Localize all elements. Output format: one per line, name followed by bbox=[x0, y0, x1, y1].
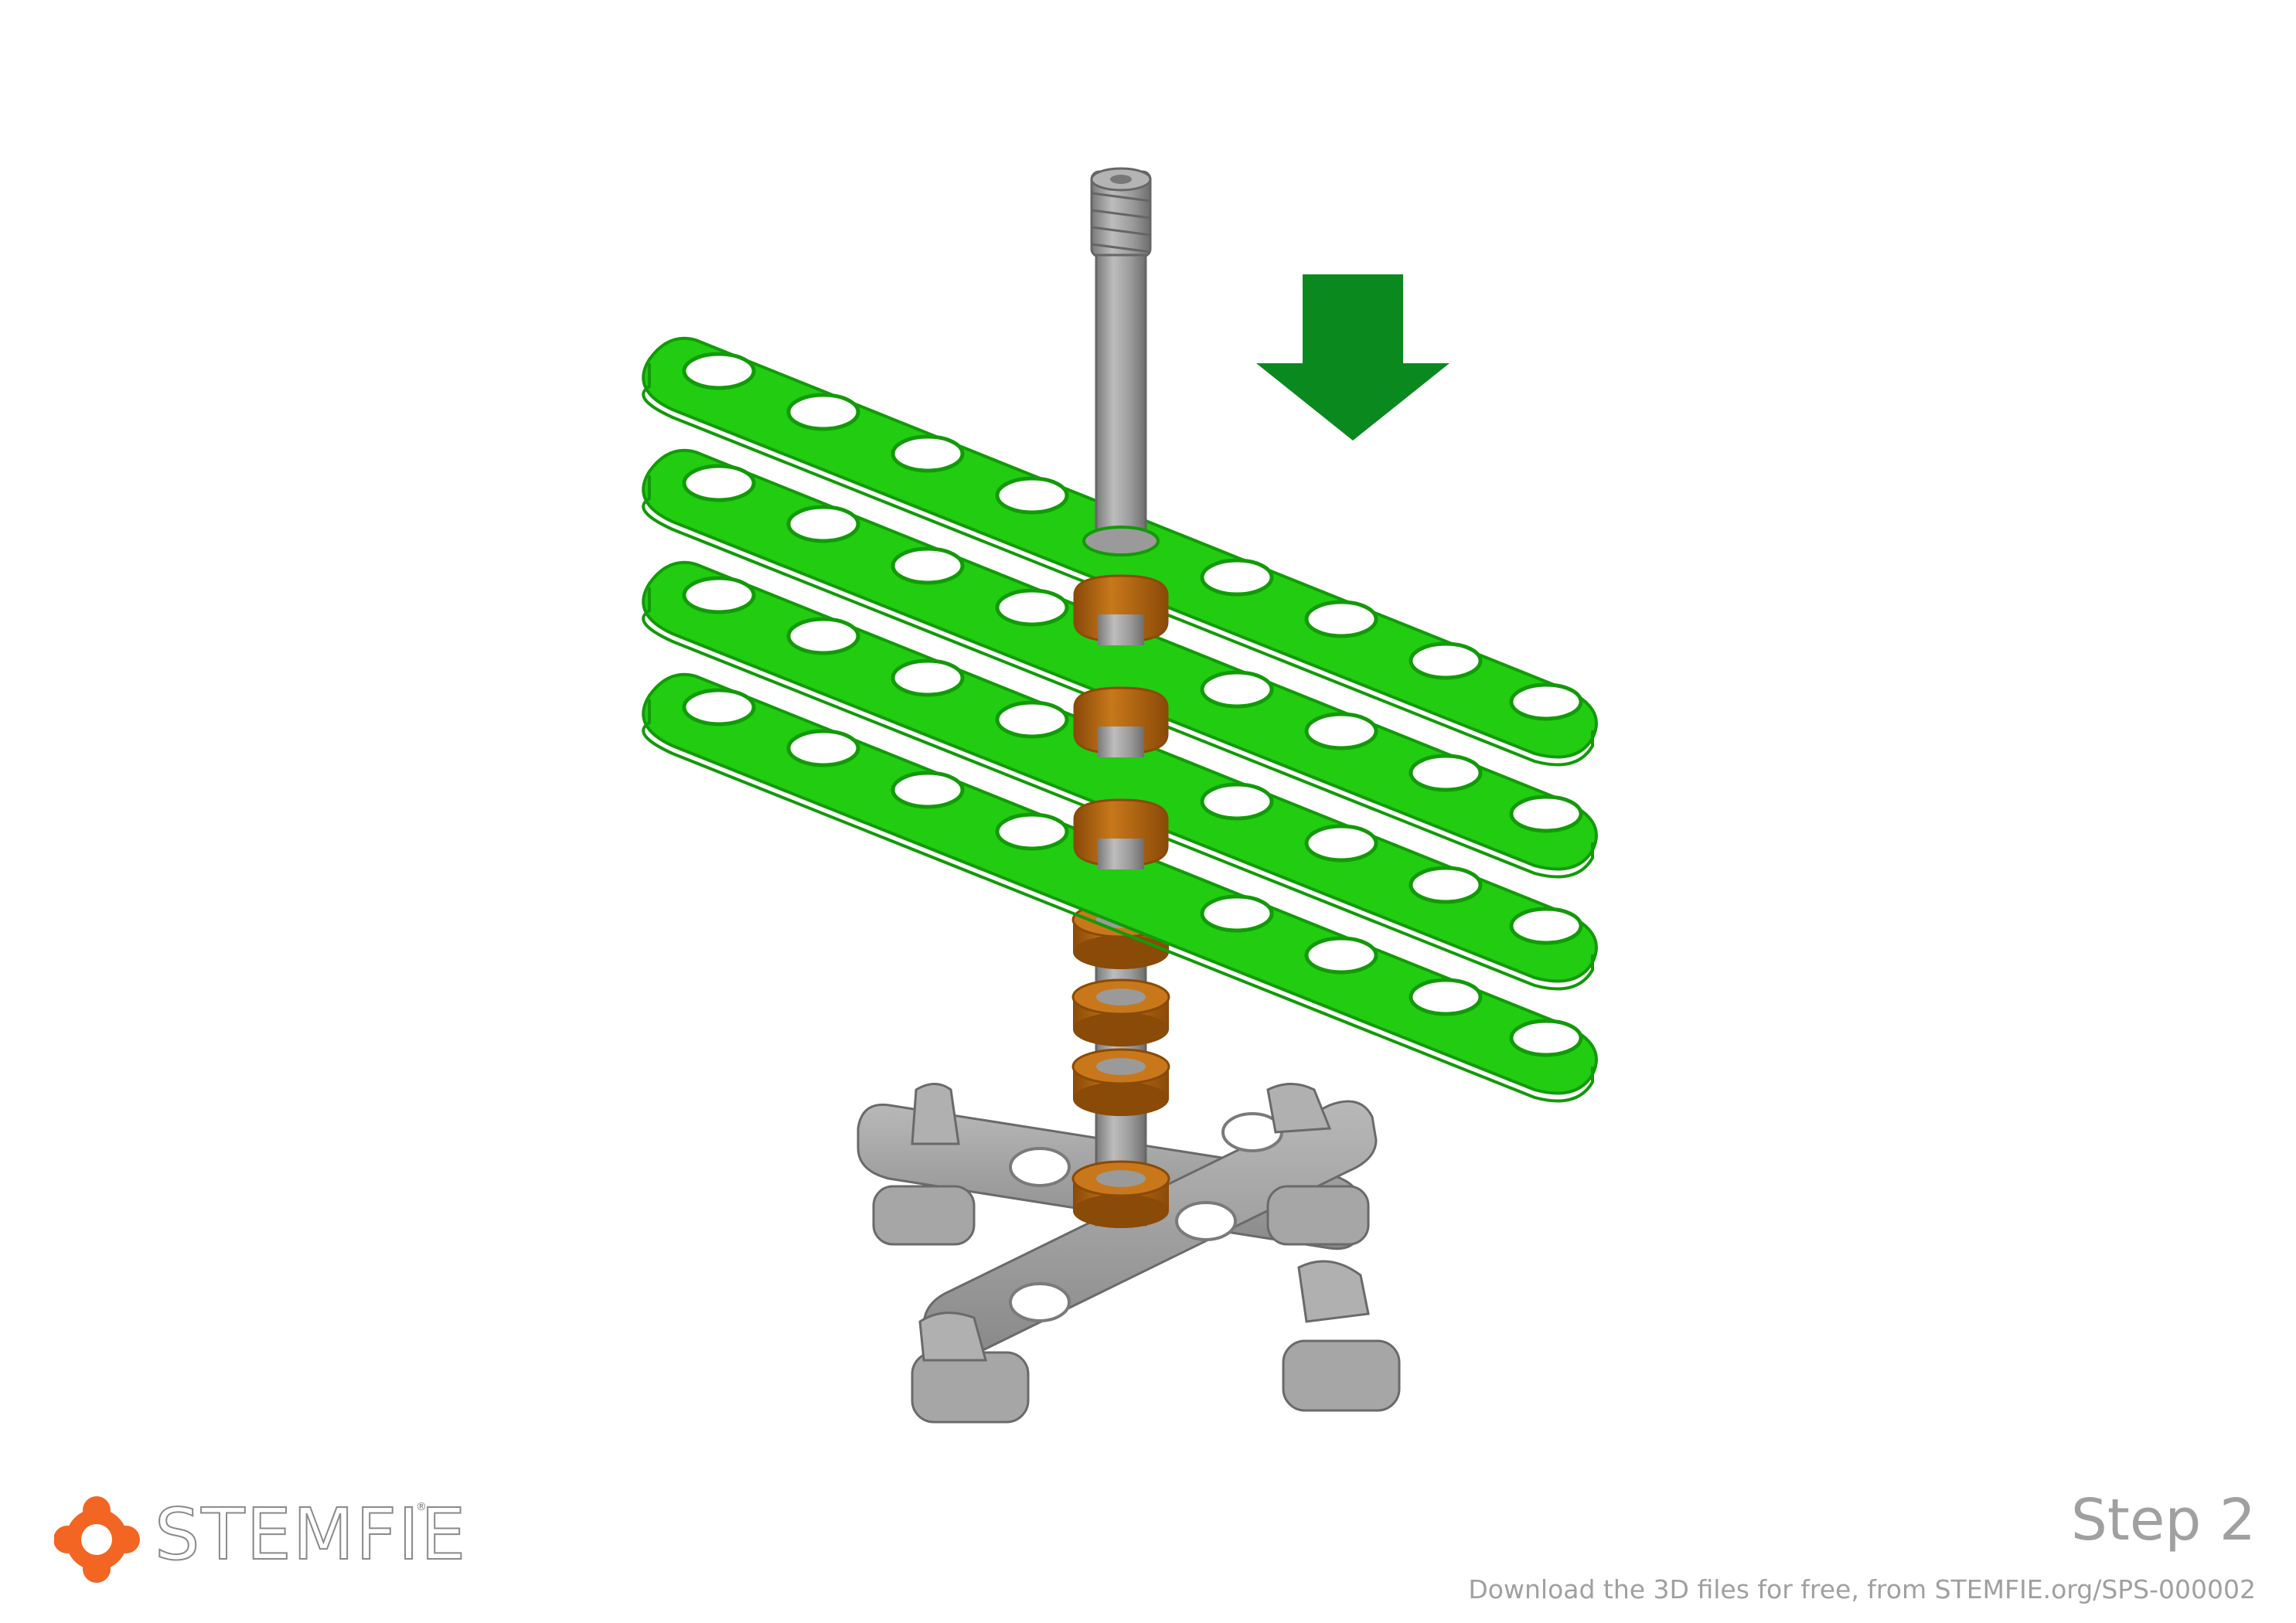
spacer bbox=[1071, 978, 1170, 1046]
shaft-front-segment bbox=[1082, 253, 1160, 556]
spacer bbox=[1071, 1160, 1170, 1228]
base-foot-front-left bbox=[911, 1312, 1030, 1424]
spacer bbox=[1073, 798, 1169, 869]
green-beam bbox=[642, 672, 1598, 1103]
brand-name: STEMFIE bbox=[154, 1493, 468, 1576]
green-beam bbox=[642, 448, 1598, 879]
base-assembly bbox=[857, 1083, 1401, 1424]
base-beam-front bbox=[922, 1100, 1378, 1362]
step-label: Step 2 bbox=[2070, 1487, 2256, 1553]
stemfie-logo-icon bbox=[54, 1496, 140, 1583]
registered-mark: ® bbox=[416, 1501, 427, 1513]
spacer bbox=[1073, 686, 1169, 757]
base-foot-back-right bbox=[1266, 1083, 1370, 1246]
spacer bbox=[1073, 574, 1169, 645]
green-beam-stack bbox=[642, 336, 1598, 1103]
base-foot-back-left bbox=[872, 1083, 976, 1246]
down-arrow-icon bbox=[1256, 274, 1449, 441]
green-beam bbox=[642, 560, 1598, 991]
base-foot-front-right bbox=[1282, 1260, 1401, 1412]
spacer bbox=[1071, 1048, 1170, 1116]
spacer-stack bbox=[1071, 901, 1170, 1228]
spacer-between-beams bbox=[1073, 574, 1169, 869]
download-info: Download the 3D files for free, from STE… bbox=[1468, 1574, 2256, 1604]
